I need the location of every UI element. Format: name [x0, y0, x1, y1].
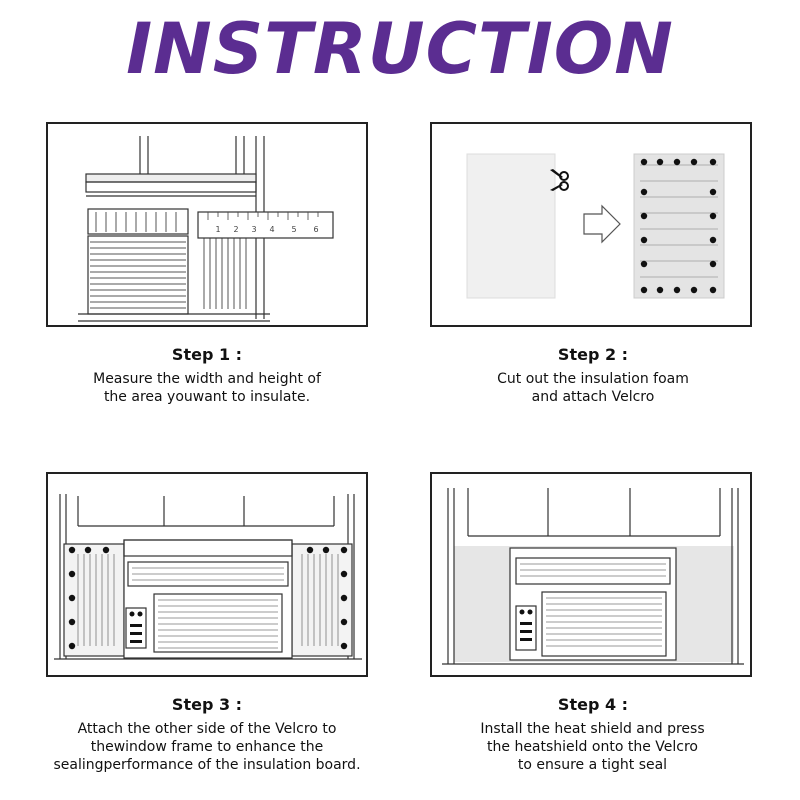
page-title: INSTRUCTION — [126, 8, 674, 90]
ruler-tick: 4 — [269, 225, 274, 234]
ruler-tick: 1 — [215, 225, 220, 234]
scissors-icon — [550, 169, 569, 191]
arrow-right-icon — [583, 204, 621, 244]
ruler-tick: 3 — [251, 225, 256, 234]
ruler-tick: 2 — [233, 225, 238, 234]
step-2-illustration — [430, 122, 752, 327]
ruler-tick: 6 — [313, 225, 318, 234]
ruler-tick: 5 — [291, 225, 296, 234]
step-1-illustration: 1 2 3 4 5 6 — [46, 122, 368, 327]
step-3-illustration — [46, 472, 368, 677]
step-2-title: Step 2 : — [557, 345, 629, 364]
step-3-title: Step 3 : — [171, 695, 243, 714]
ruler: 1 2 3 4 5 6 — [197, 211, 334, 239]
step-3-description: Attach the other side of the Velcro to t… — [53, 721, 361, 773]
step-2-description: Cut out the insulation foam and attach V… — [497, 371, 689, 405]
step-4-title: Step 4 : — [557, 695, 629, 714]
step-4-illustration — [430, 472, 752, 677]
step-1-description: Measure the width and height of the area… — [93, 371, 321, 405]
step-1-title: Step 1 : — [171, 345, 243, 364]
step-4-description: Install the heat shield and press the he… — [480, 721, 705, 773]
